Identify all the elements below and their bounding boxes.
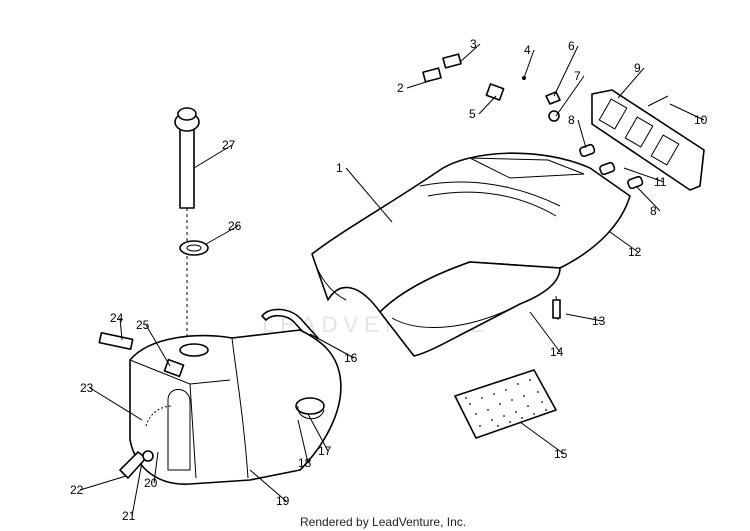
callout-label: 17 xyxy=(318,444,332,458)
callout-label: 13 xyxy=(592,314,606,328)
leader-line xyxy=(249,469,287,502)
callout-label: 8 xyxy=(650,204,657,218)
callout-label: 5 xyxy=(469,107,476,121)
leader-line xyxy=(145,324,171,367)
callout-label: 24 xyxy=(110,311,124,325)
callout-label: 26 xyxy=(228,219,242,233)
leader-line xyxy=(553,45,579,97)
leader-line xyxy=(153,451,159,484)
callout-label: 11 xyxy=(654,175,667,189)
callout-label: 4 xyxy=(524,43,531,57)
callout-label: 16 xyxy=(344,351,358,365)
leader-line xyxy=(617,67,645,99)
callout-label: 10 xyxy=(694,113,708,127)
leader-line xyxy=(523,49,535,79)
foam-pad xyxy=(454,369,557,439)
callout-label: 12 xyxy=(628,245,642,259)
callout-label: 1 xyxy=(336,161,343,175)
credit-text: Rendered by LeadVenture, Inc. xyxy=(300,515,466,529)
leader-line xyxy=(529,311,561,353)
small-hardware xyxy=(422,53,669,321)
leader-line xyxy=(345,167,393,223)
callout-label: 14 xyxy=(550,345,564,359)
callout-label: 6 xyxy=(568,39,575,53)
callout-label: 15 xyxy=(554,447,568,461)
leader-line xyxy=(555,75,585,117)
leader-line xyxy=(307,413,329,452)
leader-line xyxy=(519,421,565,455)
gasket xyxy=(179,240,209,256)
leader-line xyxy=(406,81,427,89)
callout-label: 2 xyxy=(397,81,404,95)
leader-line xyxy=(459,43,481,63)
callout-label: 3 xyxy=(470,37,477,51)
seat-assembly xyxy=(311,152,631,357)
leader-line xyxy=(119,317,123,341)
callout-label: 9 xyxy=(634,61,641,75)
fuel-tank xyxy=(98,329,342,485)
callout-label: 21 xyxy=(122,509,136,523)
leader-line xyxy=(131,461,143,517)
leader-line xyxy=(79,475,127,491)
callout-label: 22 xyxy=(70,483,84,497)
seat-base-pan xyxy=(379,261,561,357)
leader-line xyxy=(577,119,587,149)
leader-line xyxy=(205,225,239,245)
callout-label: 25 xyxy=(136,318,150,332)
leader-line xyxy=(565,313,603,322)
leader-line xyxy=(89,387,143,421)
callout-label: 20 xyxy=(144,476,158,490)
leader-line xyxy=(669,103,705,121)
leader-line xyxy=(623,167,665,183)
leader-line xyxy=(478,95,497,115)
leader-line xyxy=(635,185,661,212)
callout-label: 23 xyxy=(80,381,94,395)
leader-line xyxy=(297,419,309,464)
callout-label: 7 xyxy=(574,69,581,83)
callout-label: 18 xyxy=(298,456,312,470)
taillight-bracket xyxy=(591,89,705,191)
leader-line xyxy=(309,333,355,359)
leader-line xyxy=(193,144,233,169)
filler-neck xyxy=(174,107,200,338)
callout-label: 27 xyxy=(222,138,236,152)
callout-label: 19 xyxy=(276,494,290,508)
callout-label: 8 xyxy=(568,113,575,127)
leader-line xyxy=(609,231,639,253)
